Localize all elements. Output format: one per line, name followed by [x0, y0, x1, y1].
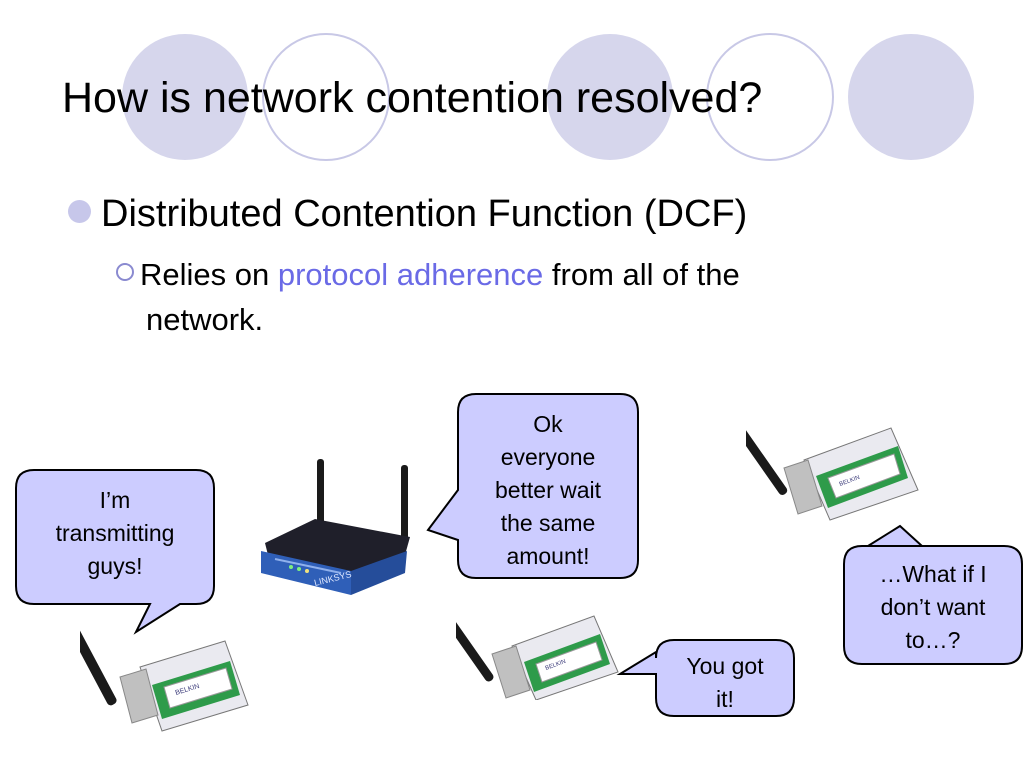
header-circle: [547, 34, 673, 160]
middle-bubble-text: You got it!: [660, 650, 790, 716]
bullet-2-prefix: Relies on: [140, 257, 278, 292]
right-bubble-text: …What if I don’t want to…?: [848, 558, 1018, 657]
header-circle: [848, 34, 974, 160]
bullet-ring-icon: [116, 263, 134, 281]
bubble-line: I’m: [99, 487, 131, 513]
router-bubble-text: Ok everyone better wait the same amount!: [462, 408, 634, 573]
bullet-level-1: Distributed Contention Function (DCF): [68, 190, 747, 238]
bubble-line: …What if I: [879, 561, 987, 587]
bubble-line: You got: [686, 653, 764, 679]
bullet-1-text: Distributed Contention Function (DCF): [101, 193, 748, 235]
bullet-level-2: Relies on protocol adherence from all of…: [116, 252, 916, 342]
header-circles: [122, 33, 974, 161]
bullet-2-line-2: network.: [146, 302, 264, 337]
bullet-2-suffix: from all of the: [543, 257, 740, 292]
bubble-line: transmitting: [55, 520, 175, 546]
header-circle: [122, 34, 248, 160]
bubble-line: don’t want: [880, 594, 986, 620]
bubble-line: Ok: [533, 411, 563, 437]
left-bubble-text: I’m transmitting guys!: [20, 484, 210, 583]
bubble-line: everyone: [500, 444, 596, 470]
bubble-line: it!: [716, 686, 734, 712]
left-speech-bubble: [15, 469, 215, 635]
bubble-line: to…?: [905, 627, 961, 653]
header-circle: [262, 33, 390, 161]
router-speech-bubble: [426, 393, 639, 579]
wireless-card-icon: BELKIN: [456, 613, 619, 700]
right-speech-bubble: [843, 524, 1023, 665]
wireless-card-icon: BELKIN: [80, 619, 249, 732]
wireless-card-icon: BELKIN: [746, 422, 919, 521]
header-circle: [706, 33, 834, 161]
bubble-line: the same: [500, 510, 596, 536]
bubble-line: guys!: [87, 553, 143, 579]
highlight-text: protocol adherence: [277, 257, 544, 292]
bullet-dot-icon: [68, 200, 91, 223]
bubble-line: better wait: [494, 477, 602, 503]
wireless-router-icon: LINKSYS: [261, 459, 410, 595]
bubble-line: amount!: [506, 543, 590, 569]
slide-title: How is network contention resolved?: [62, 74, 763, 122]
middle-speech-bubble: [616, 639, 795, 717]
